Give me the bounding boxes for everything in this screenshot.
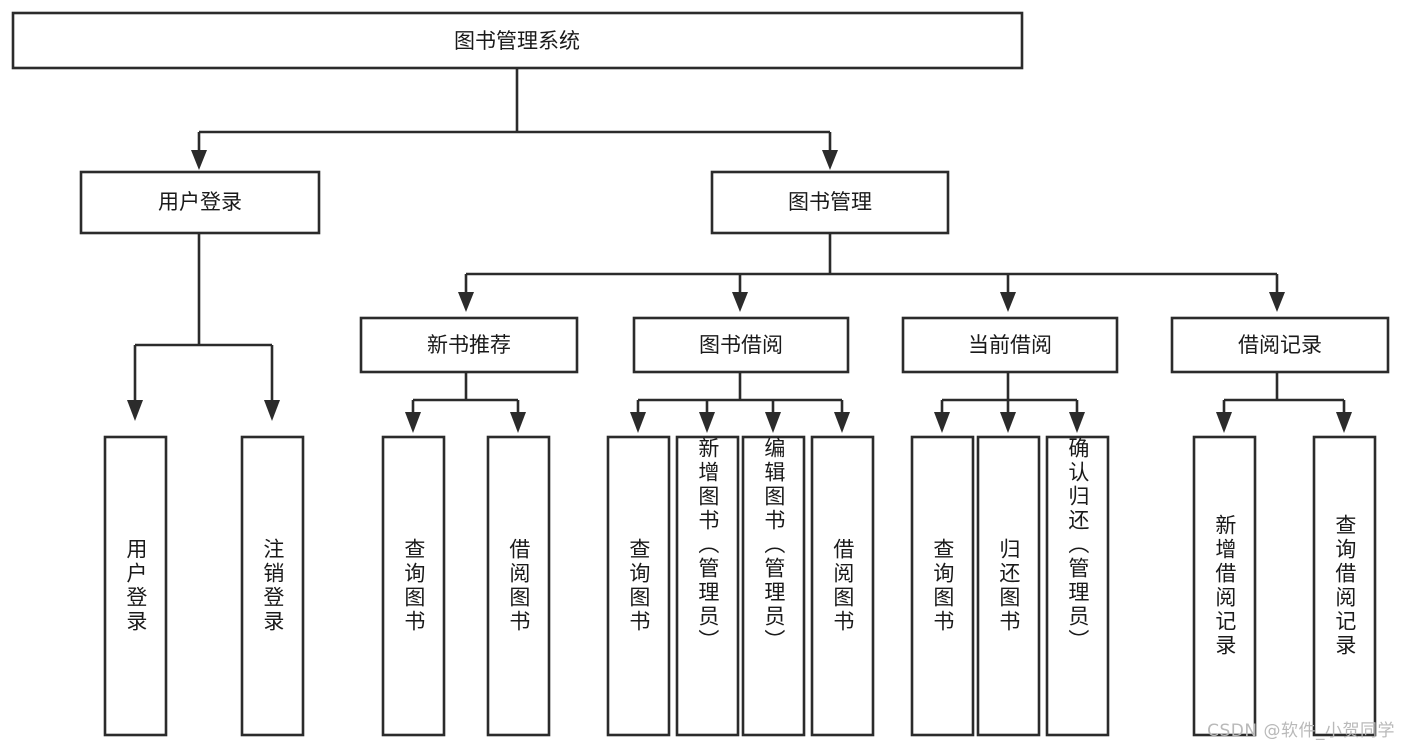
node-l3-borrow-record-box[interactable] bbox=[1170, 316, 1390, 374]
node-leaf-logout-login-box[interactable] bbox=[240, 435, 305, 737]
arrow-head-leaf-query-book-1 bbox=[405, 412, 421, 433]
node-l3-new-book-rec-label: 新书推荐 bbox=[427, 333, 511, 357]
node-l2-user-login-box[interactable] bbox=[79, 170, 321, 235]
arrow-head-current-borrow bbox=[1000, 292, 1016, 312]
arrow-head-new-book-rec bbox=[458, 292, 474, 312]
arrow-head-book-manage bbox=[822, 150, 838, 170]
arrow-head-leaf-confirm-return bbox=[1069, 412, 1085, 433]
node-l2-book-manage-label: 图书管理 bbox=[788, 190, 872, 214]
arrow-head-book-borrow bbox=[732, 292, 748, 312]
node-leaf-confirm-return-box[interactable] bbox=[1045, 435, 1110, 737]
node-l3-book-borrow[interactable]: 图书借阅 bbox=[632, 316, 850, 374]
node-root-label: 图书管理系统 bbox=[454, 29, 580, 53]
node-l3-borrow-record[interactable]: 借阅记录 bbox=[1170, 316, 1390, 374]
arrow-head-leaf-edit-book bbox=[765, 412, 781, 433]
node-l2-book-manage[interactable]: 图书管理 bbox=[710, 170, 950, 235]
connector-group-book-borrow bbox=[630, 372, 850, 433]
arrow-head-leaf-query-record bbox=[1336, 412, 1352, 433]
node-l3-book-borrow-box[interactable] bbox=[632, 316, 850, 374]
arrow-head-leaf-query-book-2 bbox=[630, 412, 646, 433]
node-leaf-query-book-3-box[interactable] bbox=[910, 435, 975, 737]
node-l2-user-login-label: 用户登录 bbox=[158, 190, 242, 214]
csdn-watermark: CSDN @软件_小贺同学 bbox=[1207, 721, 1395, 741]
node-l3-new-book-rec[interactable]: 新书推荐 bbox=[359, 316, 579, 374]
arrow-head-borrow-record bbox=[1269, 292, 1285, 312]
node-l3-borrow-record-label: 借阅记录 bbox=[1238, 333, 1322, 357]
connector-group-root bbox=[191, 68, 838, 170]
connector-group-current-borrow bbox=[934, 372, 1085, 433]
arrow-head-leaf-add-record bbox=[1216, 412, 1232, 433]
arrow-head-leaf-return-book bbox=[1000, 412, 1016, 433]
node-root[interactable]: 图书管理系统 bbox=[11, 11, 1024, 70]
arrow-head-leaf-query-book-3 bbox=[934, 412, 950, 433]
arrow-head-user-login bbox=[191, 150, 207, 170]
node-leaf-user-login-box[interactable] bbox=[103, 435, 168, 737]
connector-group-new-book-rec bbox=[405, 372, 526, 433]
node-leaf-query-book-1-box[interactable] bbox=[381, 435, 446, 737]
node-leaf-edit-book-box[interactable] bbox=[741, 435, 806, 737]
arrow-head-leaf-user-login bbox=[127, 400, 143, 421]
arrow-head-leaf-borrow-book-1 bbox=[510, 412, 526, 433]
node-leaf-add-record-box[interactable] bbox=[1192, 435, 1257, 737]
node-root-box[interactable] bbox=[11, 11, 1024, 70]
node-leaf-borrow-book-1-box[interactable] bbox=[486, 435, 551, 737]
connector-group-borrow-record bbox=[1216, 372, 1352, 433]
node-l2-book-manage-box[interactable] bbox=[710, 170, 950, 235]
node-leaf-query-record-box[interactable] bbox=[1312, 435, 1377, 737]
connector-group-book-manage bbox=[458, 233, 1285, 312]
node-l3-book-borrow-label: 图书借阅 bbox=[699, 333, 783, 357]
node-leaf-add-book-box[interactable] bbox=[675, 435, 740, 737]
arrow-head-leaf-borrow-book-2 bbox=[834, 412, 850, 433]
node-leaf-query-book-2-box[interactable] bbox=[606, 435, 671, 737]
arrow-head-leaf-logout-login bbox=[264, 400, 280, 421]
node-l3-current-borrow-label: 当前借阅 bbox=[968, 333, 1052, 357]
node-l2-user-login[interactable]: 用户登录 bbox=[79, 170, 321, 235]
connector-group-user-login bbox=[127, 233, 280, 421]
node-l3-new-book-rec-box[interactable] bbox=[359, 316, 579, 374]
node-l3-current-borrow[interactable]: 当前借阅 bbox=[901, 316, 1119, 374]
node-leaf-return-book-box[interactable] bbox=[976, 435, 1041, 737]
node-l3-current-borrow-box[interactable] bbox=[901, 316, 1119, 374]
node-leaf-borrow-book-2-box[interactable] bbox=[810, 435, 875, 737]
arrow-head-leaf-add-book bbox=[699, 412, 715, 433]
